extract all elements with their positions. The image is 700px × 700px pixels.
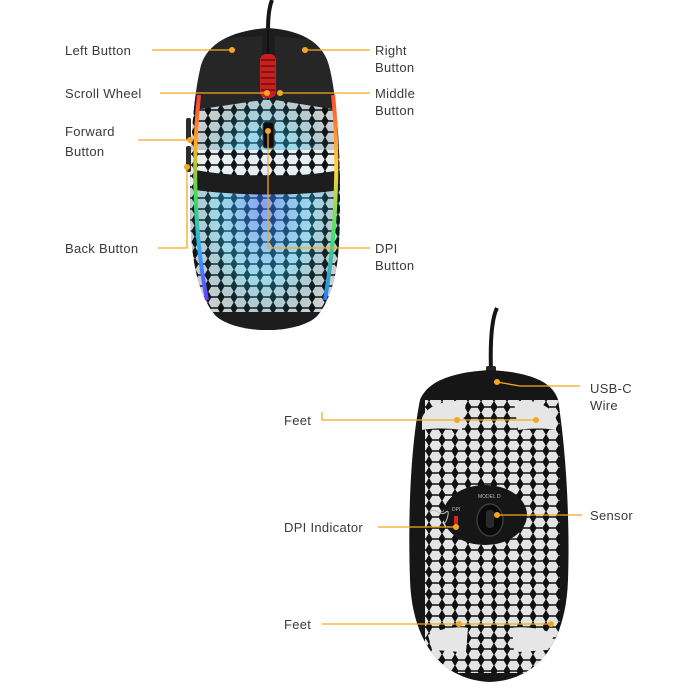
label-scroll-wheel: Scroll Wheel [65,86,142,101]
leader-lines [138,46,582,628]
model-text: MODEL D [478,494,501,500]
logo-icon [429,509,449,525]
label-dpi-indicator: DPI Indicator [284,520,364,535]
label-usb-c-wire: USB-C Wire [590,381,632,413]
label-back-button: Back Button [65,241,139,256]
bottom-view-mouse: DPI MODEL D [409,307,569,682]
dpi-small-text: DPI [452,507,460,513]
label-forward-button: Forward Button [65,124,115,159]
label-feet-top: Feet [284,413,312,428]
label-right-button: Right Button [375,43,415,75]
label-sensor: Sensor [590,508,633,523]
label-left-button: Left Button [65,43,132,58]
label-feet-bottom: Feet [284,617,312,632]
label-dpi-button: DPI Button [375,241,415,273]
top-view-mouse [186,0,340,330]
label-middle-button: Middle Button [375,86,416,118]
